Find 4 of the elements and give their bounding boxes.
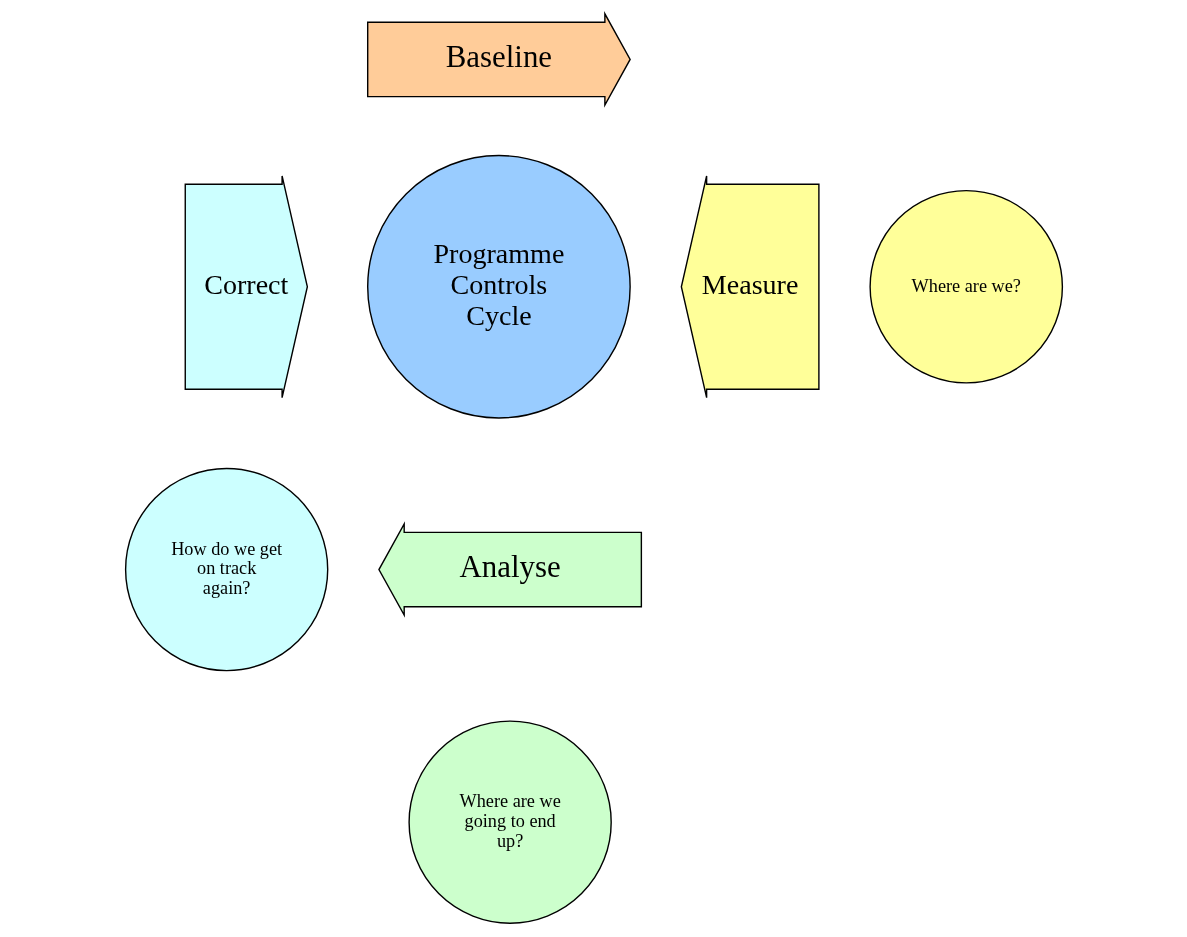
node-circle: Where are we going to end up? bbox=[407, 720, 612, 924]
node-circle: Programme Controls Cycle bbox=[366, 154, 631, 419]
node-circle: How do we get on track again? bbox=[124, 467, 328, 672]
node-circle: Where are we? bbox=[868, 189, 1063, 384]
